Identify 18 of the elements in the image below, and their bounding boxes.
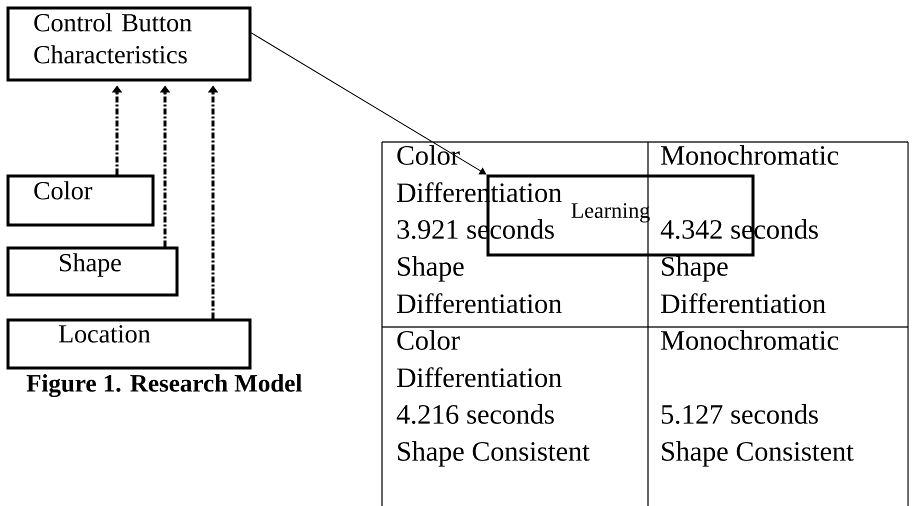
- table-text: Differentiation: [661, 293, 826, 314]
- table-text: Shape: [398, 256, 464, 282]
- table-text: Monochromatic: [661, 145, 838, 165]
- factor-box: Shape: [6, 246, 178, 296]
- table-text: Color: [397, 330, 460, 350]
- table-text: Color: [397, 145, 460, 165]
- table-text: Shape Consistent: [662, 441, 854, 467]
- table-text: Shape Consistent: [398, 441, 590, 467]
- table-text: 4.216 seconds: [396, 404, 554, 424]
- factor-box: Color: [6, 174, 154, 226]
- table-text: Monochromatic: [661, 330, 838, 350]
- figure-caption: Figure 1. Research Model: [26, 374, 302, 398]
- factor-box: Location: [6, 318, 252, 370]
- table-text: Differentiation: [397, 293, 562, 314]
- table-text: 5.127 seconds: [662, 404, 818, 424]
- factor-box: Control Button Characteristics: [6, 6, 252, 82]
- arrow: [251, 32, 486, 174]
- table-text: Differentiation: [397, 367, 562, 388]
